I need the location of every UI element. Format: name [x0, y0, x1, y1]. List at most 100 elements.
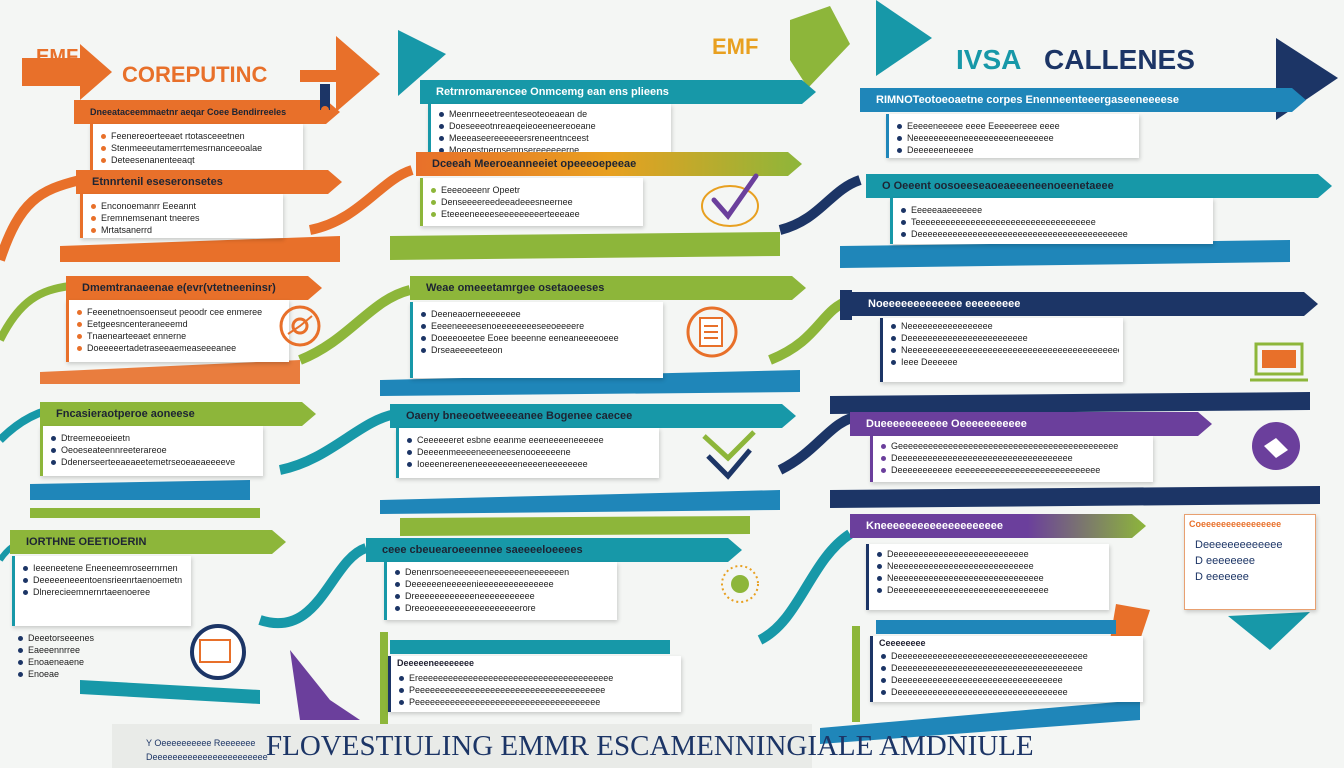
list-item: Eremnemsenant tneeres	[89, 212, 200, 224]
list-item: Geeeeeeeeeeeeeeeeeeeeeeeeeeeeeeeeeeeeeee…	[879, 440, 1149, 452]
list-item: Denenrsoeneeeeeeneeeeeeeneeeeeeen	[393, 566, 613, 578]
list-item: Eeeeoeeenr Opeetr	[429, 184, 580, 196]
document-badge-icon	[684, 306, 744, 360]
side-note-list: Deeeeeeeeeeeee D eeeeeeee D eeeeeee	[1195, 537, 1282, 585]
header-callenes: CALLENES	[1044, 44, 1195, 75]
list-item: Ieee Deeeeee	[889, 356, 1119, 368]
header-emf-left: EMF	[36, 46, 79, 68]
list-item: Deteesenanenteeaqt	[99, 154, 262, 166]
col1-banner-3: Dmemtranaeenae e(evr(vtetneeninsr)	[66, 276, 322, 300]
list-item: Eeeeeaaeeeeeee	[899, 204, 1209, 216]
list-item: Deeeeeeeeeeeeeeeeeeeeeeeeeeeeeeeee	[879, 674, 1137, 686]
col2-list-3: Deeneaoerneeeeeeee Eeeeneeeesenoeeeeeeee…	[419, 308, 659, 356]
side-note-title: Coeeeeeeeeeeeeeeee	[1189, 519, 1282, 529]
list-item: Eeeeneeeesenoeeeeeeeeseeoeeeere	[419, 320, 659, 332]
col1-divider-bar	[30, 508, 260, 518]
list-item: Neeeeeeeeeeeeeeeeeeeeeeeeeeee	[875, 560, 1105, 572]
list-item: Deeeeeeeeeeeeeeeeeeeeeeeeeeeeeeeeee	[879, 686, 1137, 698]
col2-banner-1: Retrnromarencee Onmcemg ean ens plieens	[420, 80, 816, 104]
col1-card-1: Feenereoerteeaet rtotasceeetnen Stenmeee…	[90, 124, 303, 170]
list-item: Deeeenmeeeeneeeneesenooeeeeene	[405, 446, 655, 458]
col3-banner-2: O Oeeent oosoeeseaoeaeeeneenoeenetaeee	[866, 174, 1332, 198]
list-item: Enconoemanrr Eeeannt	[89, 200, 200, 212]
col2-card-1: Meenrneeetreenteseoteoeaean de Doeseeeot…	[428, 104, 671, 158]
list-item: Deeeeeeeeeeeeeeeeeeeeeeeeeeeeeeeeeeeeee	[879, 650, 1137, 662]
col2-banner-3: Weae omeeetamrgee osetaoeeses	[410, 276, 806, 300]
list-item: Neeeeeeeeeneeeeeeeeeeneeeeeee	[895, 132, 1135, 144]
list-item: Doeeeeertadetraseeaemeaseeeanee	[75, 342, 262, 354]
list-item: Teeeeeeeeeeeeeeeeeeeeeeeeeeeeeeeeeeee	[899, 216, 1209, 228]
list-item: Deeeeeeeeeeeeeeeeeeeeeeeeeeeeeee	[875, 584, 1105, 596]
list-item: Dreeoeeeeeeeeeeeeeeeeeerore	[393, 602, 613, 614]
col1-list-5: Ieeeneetene Eneeneemroseernrnen Deeeeene…	[21, 562, 187, 598]
col2-banner-2: Dceeah Meeroeanneeiet opeeeoepeeae	[416, 152, 802, 176]
list-item: Deeneaoerneeeeeeee	[419, 308, 659, 320]
col1-card-4: Dtreemeeoeieetn Oeoeseateennreeterareoe …	[40, 426, 263, 476]
col2-card-6: Deeeeeneeeeeeee Ereeeeeeeeeeeeeeeeeeeeee…	[388, 656, 681, 712]
footer-title: FLOVESTIULING EMMR ESCAMENNINGIALE AMDNI…	[266, 730, 1034, 762]
list-item: Ddenerseerteeaeaeetemetrseoeaeaeeeeve	[49, 456, 235, 468]
col2-divider-bar	[390, 640, 670, 654]
list-item: Feeenetnoensoenseut peoodr cee enmeree	[75, 306, 262, 318]
col3-banner-5: Kneeeeeeeeeeeeeeeeeeee	[850, 514, 1146, 538]
monitor-icon	[1244, 340, 1314, 388]
list-item: D eeeeeeee	[1195, 555, 1255, 567]
col1-card-2: Enconoemanrr Eeeannt Eremnemsenant tneer…	[80, 194, 283, 238]
gear-hand-icon	[278, 304, 322, 348]
col3-list-5: Deeeeeeeeeeeeeeeeeeeeeeeeeee Neeeeeeeeee…	[875, 548, 1105, 596]
col3-card-4: Geeeeeeeeeeeeeeeeeeeeeeeeeeeeeeeeeeeeeee…	[870, 436, 1153, 482]
list-item: Neeeeeeeeeeeeeeeeeeeeeeeeeeeeee	[875, 572, 1105, 584]
list-item: Oeoeseateennreeterareoe	[49, 444, 235, 456]
header-ivsa: IVSA	[956, 44, 1022, 75]
col3-card-3: Neeeeeeeeeeeeeeeee Deeeeeeeeeeeeeeeeeeee…	[880, 318, 1123, 382]
list-item: Deeeeeeneeeeenieeeeeeeeeeeeeee	[393, 578, 613, 590]
col3-card-6-title: Ceeeeeeee	[879, 638, 926, 648]
list-item: Deeeeeeeeeeeeeeeeeeeeeeeeeeeeeeeeeee	[879, 452, 1149, 464]
list-item: Deeetorseeenes	[16, 632, 94, 644]
col2-card-2: Eeeeoeeenr Opeetr Denseeeereedeeadeeesne…	[420, 178, 643, 226]
col1-list-4: Dtreemeeoeieetn Oeoeseateennreeterareoe …	[49, 432, 235, 468]
list-item: Tnaenearteeaet ennerne	[75, 330, 262, 342]
list-item: Ceeeeeeret esbne eeanme eeeneeeeneeeeee	[405, 434, 655, 446]
col1-banner-2: Etnnrtenil eseseronsetes	[76, 170, 342, 194]
col3-card-6: Ceeeeeeee Deeeeeeeeeeeeeeeeeeeeeeeeeeeee…	[870, 636, 1143, 702]
col3-card-2: Eeeeeaaeeeeeee Teeeeeeeeeeeeeeeeeeeeeeee…	[890, 198, 1213, 244]
list-item: Deeeeeeneeeee	[895, 144, 1135, 156]
col1-list-1: Feenereoerteeaet rtotasceeetnen Stenmeee…	[99, 130, 262, 166]
list-item: Doeseeeotnreaeqeieoeeneereoeane	[437, 120, 596, 132]
list-item: Mrtatsanerrd	[89, 224, 200, 236]
lightbulb-icon	[716, 560, 764, 608]
list-item: Eeeeeneeeee eeee Eeeeeereee eeee	[895, 120, 1135, 132]
list-item: Meeeaseereeeeeersreneentnceest	[437, 132, 596, 144]
list-item: Deeeeeneeentoensrieenrtaenoemetn	[21, 574, 187, 586]
list-item: Eetgeesncenteraneeemd	[75, 318, 262, 330]
footer-small-top: Y Oeeeeeeeeee Reeeeeee	[146, 738, 256, 748]
list-item: Dlnerecieemnernrtaeenoeree	[21, 586, 187, 598]
list-item: Doeeeoeetee Eoee beeenne eeneaneeeeoeee	[419, 332, 659, 344]
list-item: Denseeeereedeeadeeesneernee	[429, 196, 580, 208]
list-item: Eteeeeneeeeseeeeeeeeerteeeaee	[429, 208, 580, 220]
col3-banner-1: RIMNOTeotoeoaetne corpes Enenneenteeerga…	[860, 88, 1306, 112]
magnifier-badge-icon	[184, 620, 254, 686]
list-item: Deeeeeeeeeeeeeeeeeeeeeeeeeee	[875, 548, 1105, 560]
side-note-card: Coeeeeeeeeeeeeeeee Deeeeeeeeeeeee D eeee…	[1184, 514, 1316, 610]
header-coreputinc: COREPUTINC	[122, 62, 268, 87]
list-item: Enoaeneaene	[16, 656, 94, 668]
list-item: Stenmeeeutamerrtemesrnanceeoalae	[99, 142, 262, 154]
header-emf-center: EMF	[712, 34, 759, 59]
col1-banner-5: IORTHNE OEETIOERIN	[10, 530, 286, 554]
col2-card-5: Denenrsoeneeeeeeneeeeeeeneeeeeeen Deeeee…	[384, 562, 617, 620]
col3-list-1: Eeeeeneeeee eeee Eeeeeereee eeee Neeeeee…	[895, 120, 1135, 156]
col2-banner-5: ceee cbeuearoeeennee saeeeeloeeees	[366, 538, 742, 562]
col3-list-2: Eeeeeaaeeeeeee Teeeeeeeeeeeeeeeeeeeeeeee…	[899, 204, 1209, 240]
list-item: D eeeeeee	[1195, 571, 1249, 583]
footer-banner: Y Oeeeeeeeeee Reeeeeee Deeeeeeeeeeeeeeee…	[112, 724, 1034, 768]
col1-card-5: Ieeeneetene Eneeneemroseernrnen Deeeeene…	[12, 556, 191, 626]
checkmark-ring-icon	[698, 170, 768, 230]
list-item: Dtreemeeoeieetn	[49, 432, 235, 444]
col3-list-6: Deeeeeeeeeeeeeeeeeeeeeeeeeeeeeeeeeeeeee …	[879, 650, 1137, 698]
list-item: Drseaeeeeeteeon	[419, 344, 659, 356]
col3-list-3: Neeeeeeeeeeeeeeeee Deeeeeeeeeeeeeeeeeeee…	[889, 320, 1119, 368]
list-item: Deeeeeeeeeeeeeeeeeeeeeeee	[889, 332, 1119, 344]
chevron-down-check-icon	[698, 420, 762, 484]
